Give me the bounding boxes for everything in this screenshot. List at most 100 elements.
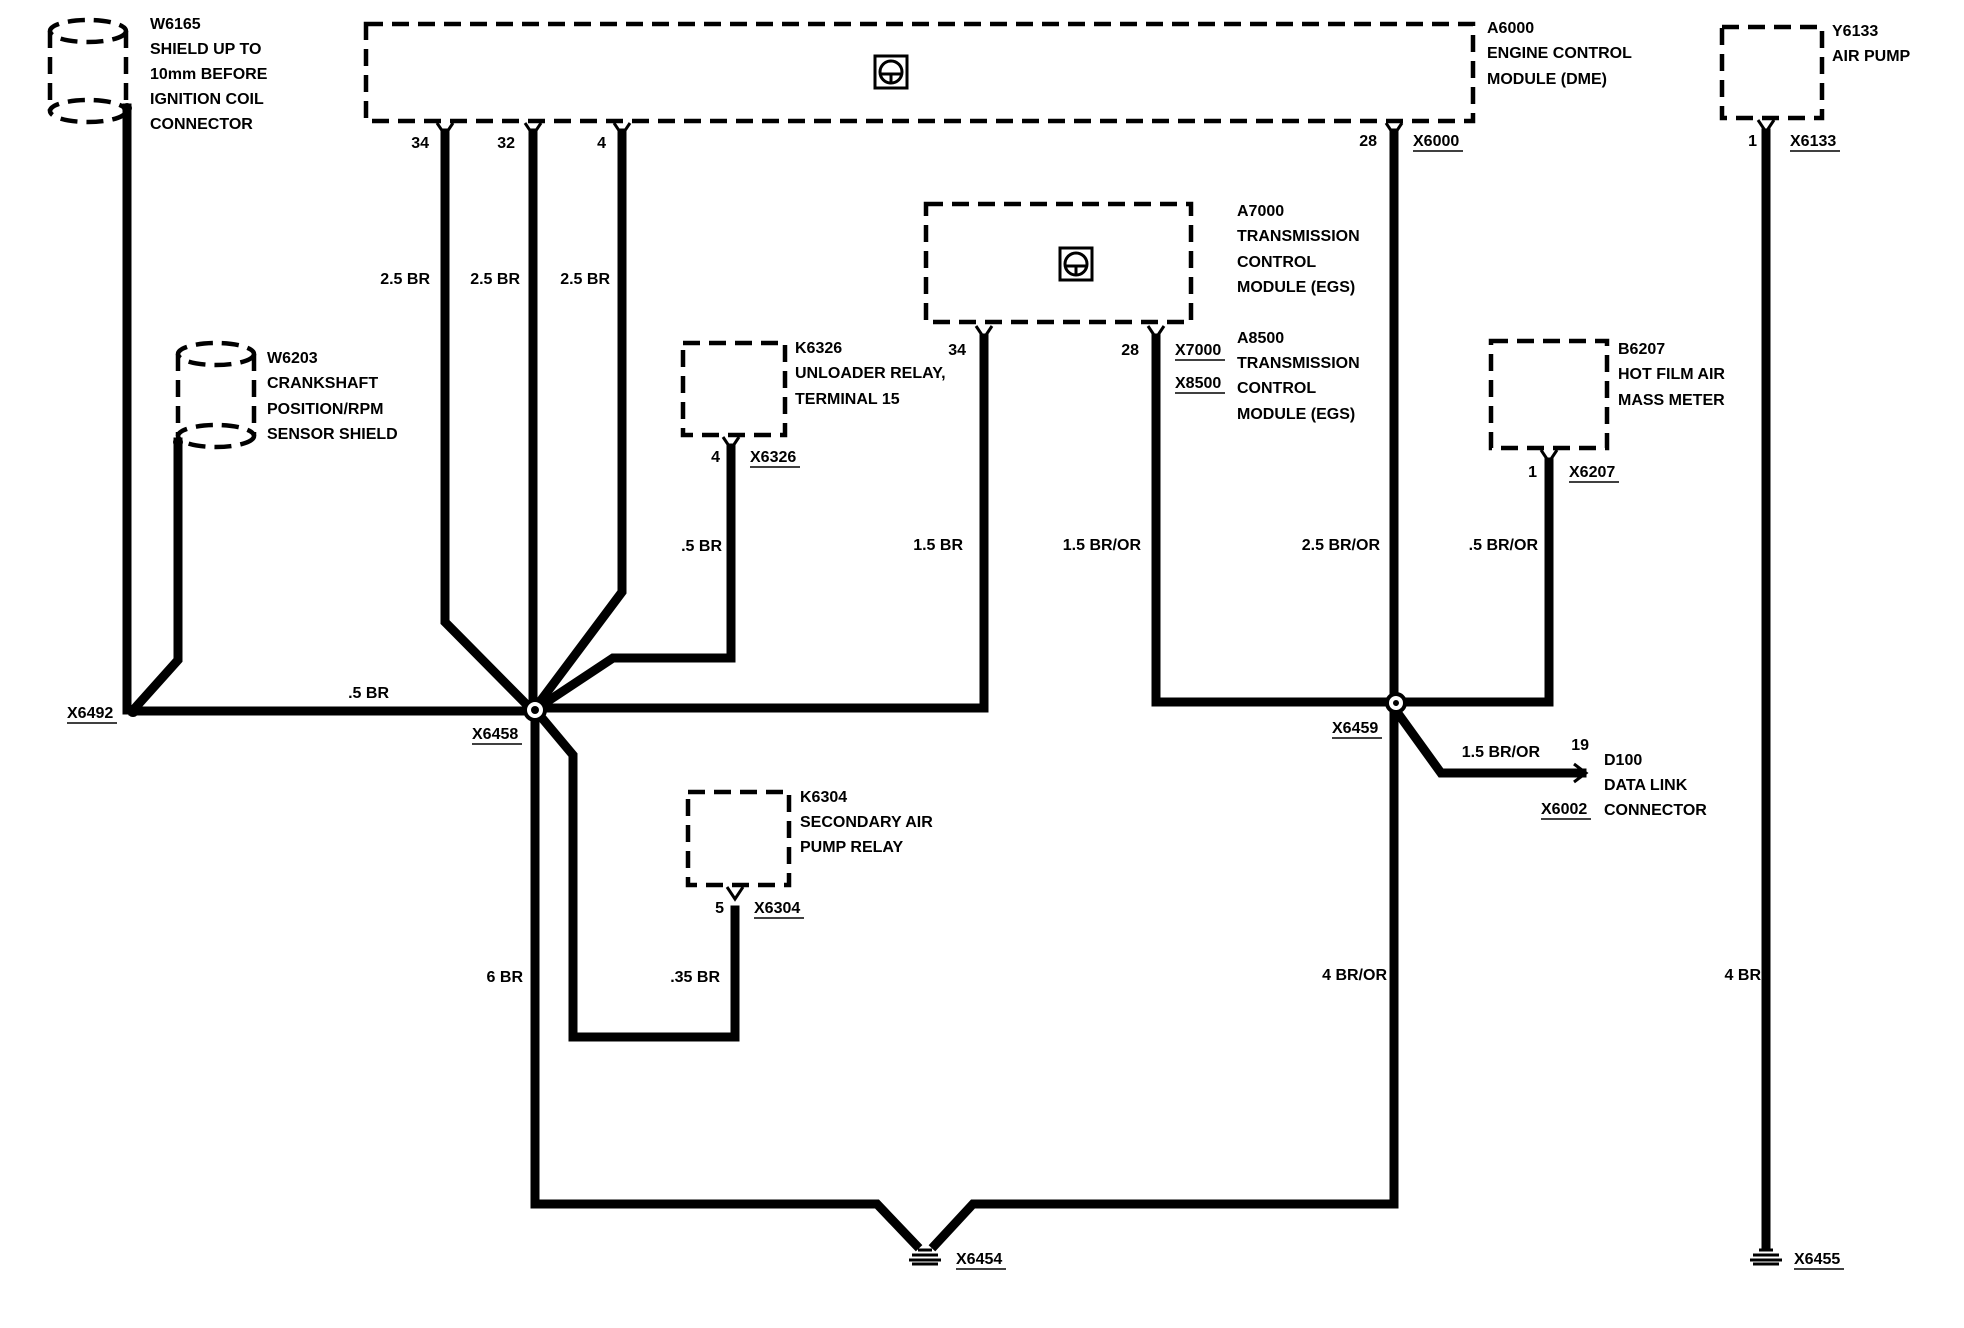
pin-labels: 34 32 4 28 1 34 28 4 1 5 19: [411, 133, 1757, 917]
connector-x6458: X6458: [472, 726, 518, 743]
k6304-box: [685, 789, 792, 888]
wire-label-k6304: .35 BR: [670, 969, 720, 986]
connector-x6492: X6492: [67, 705, 113, 722]
wire-k6304-pin5: [530, 705, 740, 1042]
wire-label-a6000-28: 2.5 BR/OR: [1302, 537, 1381, 554]
a7000-module-icon: [1058, 246, 1094, 282]
d100-line-2: CONNECTOR: [1604, 802, 1707, 819]
pin-arrow-a6000-32: [523, 122, 543, 138]
wire-label-b6207: .5 BR/OR: [1469, 537, 1539, 554]
a6000-box: [363, 21, 1476, 124]
k6326-id: K6326: [795, 340, 842, 357]
w6203-line-1: CRANKSHAFT: [267, 375, 378, 392]
pin-arrow-a7000-28: [1146, 325, 1166, 341]
wire-label-a6000-4: 2.5 BR: [560, 271, 610, 288]
k6326-line-1: UNLOADER RELAY,: [795, 365, 946, 382]
b6207-id: B6207: [1618, 341, 1665, 358]
d100-id: D100: [1604, 752, 1642, 769]
a6000-id: A6000: [1487, 20, 1534, 37]
a7000-id: A7000: [1237, 203, 1284, 220]
a8500-line-2: CONTROL: [1237, 380, 1316, 397]
ground-x6454-icon: [909, 1248, 941, 1266]
d100-line-1: DATA LINK: [1604, 777, 1688, 794]
ground-x6455-icon: [1750, 1248, 1782, 1266]
splice-w6165: [122, 103, 132, 113]
k6304-line-1: SECONDARY AIR: [800, 814, 933, 831]
connector-x6002: X6002: [1541, 801, 1587, 818]
wire-label-a6000-34: 2.5 BR: [380, 271, 430, 288]
a8500-line-1: TRANSMISSION: [1237, 355, 1360, 372]
wire-a6000-pin28: [928, 128, 1399, 1252]
k6326-line-2: TERMINAL 15: [795, 391, 900, 408]
w6165-line-2: 10mm BEFORE: [150, 66, 268, 83]
w6203-id: W6203: [267, 350, 318, 367]
wire-a6000-pin4: [526, 128, 627, 718]
pin-arrow-k6326-4: [721, 436, 741, 452]
connector-x6326: X6326: [750, 449, 796, 466]
wire-k6326-pin4: [526, 443, 736, 718]
wire-label-x6459-ground: 4 BR/OR: [1322, 967, 1387, 984]
splice-w6203: [173, 437, 183, 447]
connector-labels: X6000 X6133 X7000 X8500 X6326 X6207 X630…: [67, 133, 1844, 1270]
pin-k6304-5: 5: [715, 900, 724, 917]
wire-label-a6000-32: 2.5 BR: [470, 271, 520, 288]
a8500-line-3: MODULE (EGS): [1237, 406, 1355, 423]
wire-a8500-pin28: [1151, 333, 1554, 707]
pin-a7000-34: 34: [948, 342, 966, 359]
w6203-shield-icon: [175, 340, 257, 450]
a7000-box: [923, 201, 1194, 325]
pin-k6326-4: 4: [711, 449, 720, 466]
a6000-line-2: MODULE (DME): [1487, 71, 1607, 88]
k6326-box: [680, 340, 788, 438]
pin-arrows: [435, 119, 1776, 902]
connector-x6304: X6304: [754, 900, 800, 917]
b6207-line-1: HOT FILM AIR: [1618, 366, 1725, 383]
b6207-box: [1488, 338, 1610, 451]
y6133-line-1: AIR PUMP: [1832, 48, 1911, 65]
splice-x6458-dot: [531, 706, 539, 714]
a7000-line-3: MODULE (EGS): [1237, 279, 1355, 296]
pin-arrow-a6000-34: [435, 122, 455, 138]
connector-x6207: X6207: [1569, 464, 1615, 481]
pin-a7000-28: 28: [1121, 342, 1139, 359]
connector-x7000: X7000: [1175, 342, 1221, 359]
connector-x6000: X6000: [1413, 133, 1459, 150]
connector-x6459: X6459: [1332, 720, 1378, 737]
pin-arrow-b6207-1: [1539, 449, 1559, 465]
k6304-id: K6304: [800, 789, 847, 806]
wire-label-x6458-ground: 6 BR: [487, 969, 524, 986]
pin-arrow-a6000-4: [612, 122, 632, 138]
w6165-shield-icon: [47, 17, 129, 125]
wires: [122, 103, 1771, 1252]
wire-d100-pin19: [1390, 705, 1587, 778]
connector-x6133: X6133: [1790, 133, 1836, 150]
splice-x6492: [127, 705, 139, 717]
splice-x6459-dot: [1393, 700, 1399, 706]
pin-y6133-1: 1: [1748, 133, 1757, 150]
connector-x6454: X6454: [956, 1251, 1002, 1268]
wire-label-d100: 1.5 BR/OR: [1462, 744, 1541, 761]
a6000-line-1: ENGINE CONTROL: [1487, 45, 1632, 62]
pin-arrow-k6304-5: [725, 886, 745, 902]
pin-arrow-a7000-34: [974, 325, 994, 341]
pin-d100-19: 19: [1571, 737, 1589, 754]
pin-a6000-32: 32: [497, 135, 515, 152]
pin-b6207-1: 1: [1528, 464, 1537, 481]
wire-label-a7000-34: 1.5 BR: [913, 537, 963, 554]
a7000-line-1: TRANSMISSION: [1237, 228, 1360, 245]
a8500-id: A8500: [1237, 330, 1284, 347]
w6165-line-3: IGNITION COIL: [150, 91, 264, 108]
splices: [122, 103, 1407, 722]
connector-x6455: X6455: [1794, 1251, 1840, 1268]
w6165-id: W6165: [150, 16, 201, 33]
pin-arrow-a6000-28: [1384, 122, 1404, 138]
w6165-line-1: SHIELD UP TO: [150, 41, 261, 58]
b6207-line-2: MASS METER: [1618, 392, 1725, 409]
wire-label-k6326: .5 BR: [681, 538, 722, 555]
wire-w6203-shield: [128, 437, 183, 715]
connector-x8500: X8500: [1175, 375, 1221, 392]
a6000-module-icon: [873, 54, 909, 90]
pin-a6000-4: 4: [597, 135, 606, 152]
component-labels: W6165 SHIELD UP TO 10mm BEFORE IGNITION …: [150, 16, 1911, 856]
pin-a6000-28: 28: [1359, 133, 1377, 150]
